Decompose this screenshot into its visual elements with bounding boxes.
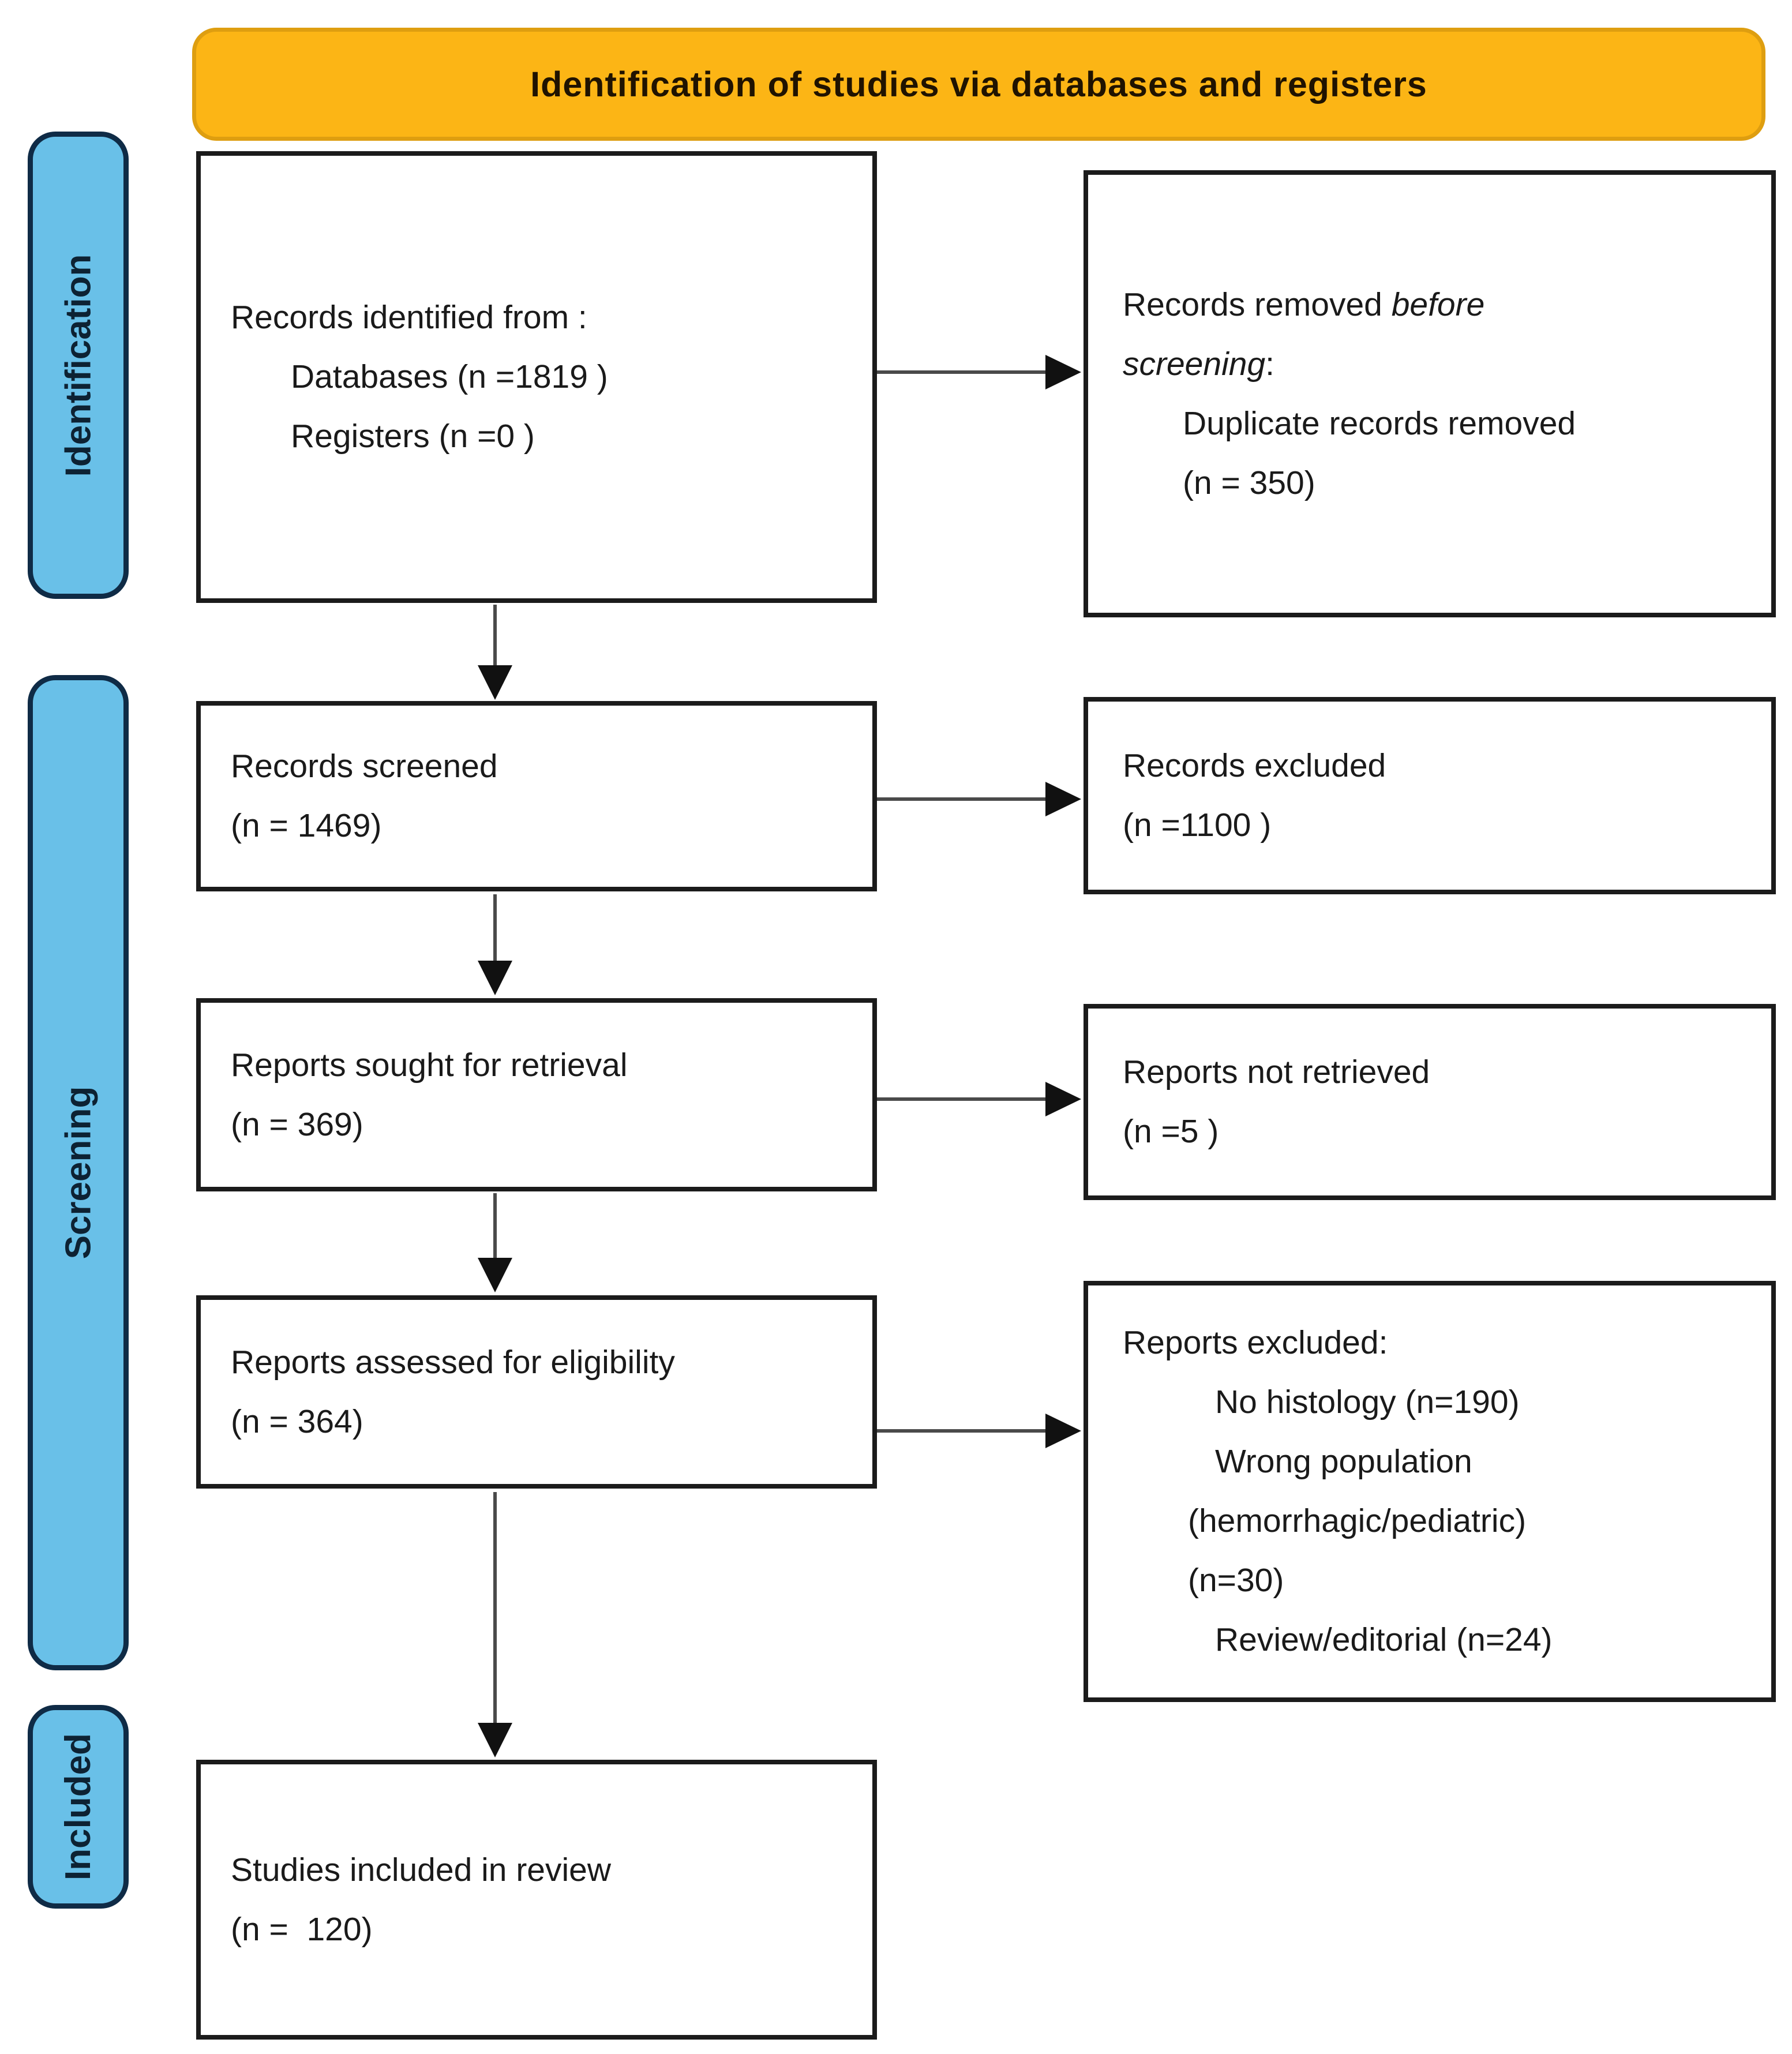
reports-excluded-line3: Wrong population: [1215, 1443, 1472, 1480]
box-reports-assessed: Reports assessed for eligibility (n = 36…: [196, 1295, 877, 1489]
studies-included-line1: Studies included in review: [231, 1851, 612, 1888]
banner-title: Identification of studies via databases …: [530, 65, 1427, 104]
reports-assessed-line1: Reports assessed for eligibility: [231, 1343, 675, 1381]
records-removed-line4: (n = 350): [1183, 464, 1315, 501]
records-screened-line2: (n = 1469): [231, 807, 382, 844]
arrow-assessed-to-included-line: [493, 1492, 497, 1724]
box-records-removed-before-screening: Records removed before screening: Duplic…: [1084, 170, 1776, 617]
reports-excluded-line5: (n=30): [1188, 1562, 1284, 1599]
records-screened-line1: Records screened: [231, 748, 498, 785]
banner-identification-of-studies: Identification of studies via databases …: [192, 28, 1765, 141]
box-reports-excluded: Reports excluded: No histology (n=190) W…: [1084, 1281, 1776, 1702]
arrow-identified-to-removed-line: [877, 370, 1047, 374]
arrow-sought-to-assessed-line: [493, 1193, 497, 1260]
records-excluded-line1: Records excluded: [1123, 747, 1386, 784]
box-records-identified: Records identified from : Databases (n =…: [196, 151, 877, 603]
box-reports-not-retrieved: Reports not retrieved (n =5 ): [1084, 1004, 1776, 1200]
reports-excluded-line1: Reports excluded:: [1123, 1324, 1388, 1361]
reports-excluded-line4: (hemorrhagic/pediatric): [1188, 1502, 1527, 1539]
records-identified-line2: Databases (n =1819 ): [291, 358, 608, 395]
stage-label-identification-text: Identification: [58, 254, 98, 477]
stage-label-screening: Screening: [28, 675, 129, 1670]
arrow-screened-to-sought-head-icon: [478, 961, 512, 995]
box-studies-included: Studies included in review (n = 120): [196, 1760, 877, 2040]
records-excluded-line2: (n =1100 ): [1123, 807, 1272, 844]
stage-label-screening-text: Screening: [58, 1086, 98, 1260]
records-removed-line2: screening:: [1123, 345, 1274, 383]
reports-excluded-line6: Review/editorial (n=24): [1215, 1621, 1553, 1658]
arrow-identified-to-screened-head-icon: [478, 665, 512, 700]
arrow-screened-to-excluded-line: [877, 797, 1047, 801]
arrow-identified-to-removed-head-icon: [1045, 355, 1081, 389]
box-records-screened: Records screened (n = 1469): [196, 701, 877, 891]
arrow-screened-to-sought-line: [493, 894, 497, 962]
arrow-sought-to-assessed-head-icon: [478, 1258, 512, 1292]
reports-excluded-line2: No histology (n=190): [1215, 1384, 1520, 1420]
arrow-identified-to-screened-line: [493, 605, 497, 669]
arrow-sought-to-not-retrieved-line: [877, 1097, 1047, 1101]
reports-not-retrieved-line1: Reports not retrieved: [1123, 1054, 1430, 1090]
records-removed-line1: Records removed before: [1123, 286, 1485, 323]
reports-sought-line1: Reports sought for retrieval: [231, 1046, 628, 1084]
records-identified-line3: Registers (n =0 ): [291, 418, 535, 455]
arrow-assessed-to-reports-excluded-head-icon: [1045, 1414, 1081, 1448]
arrow-screened-to-excluded-head-icon: [1045, 782, 1081, 816]
box-reports-sought: Reports sought for retrieval (n = 369): [196, 998, 877, 1191]
records-removed-line3: Duplicate records removed: [1183, 404, 1576, 442]
box-records-excluded: Records excluded (n =1100 ): [1084, 697, 1776, 894]
stage-label-included: Included: [28, 1705, 129, 1909]
arrow-sought-to-not-retrieved-head-icon: [1045, 1082, 1081, 1116]
reports-not-retrieved-line2: (n =5 ): [1123, 1113, 1219, 1150]
reports-assessed-line2: (n = 364): [231, 1403, 363, 1440]
studies-included-line2: (n = 120): [231, 1910, 373, 1948]
records-identified-line1: Records identified from :: [231, 299, 587, 336]
arrow-assessed-to-reports-excluded-line: [877, 1429, 1047, 1433]
stage-label-identification: Identification: [28, 132, 129, 599]
stage-label-included-text: Included: [58, 1733, 98, 1880]
arrow-assessed-to-included-head-icon: [478, 1723, 512, 1757]
reports-sought-line2: (n = 369): [231, 1105, 363, 1143]
